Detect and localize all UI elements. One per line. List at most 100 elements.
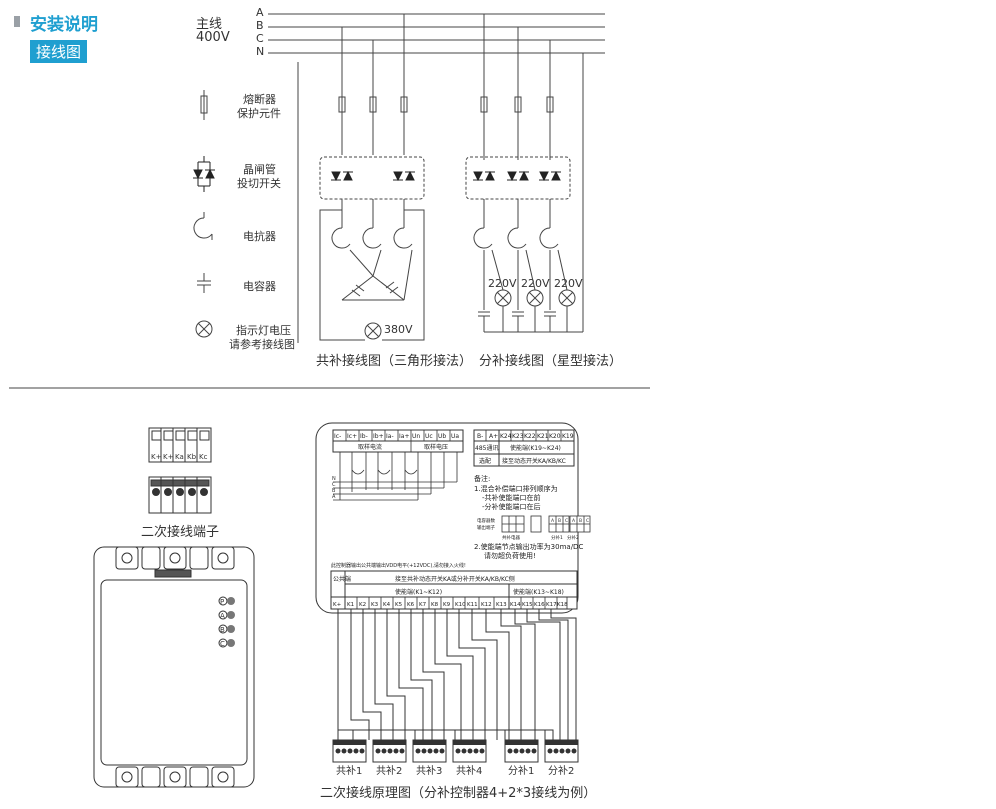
notes-title: 备注: xyxy=(474,474,490,483)
bottom-terminal: K10 xyxy=(455,602,466,608)
page-title: 安装说明 xyxy=(30,15,98,35)
delta-voltage-label: 380V xyxy=(384,323,413,336)
bottom-terminal: K8 xyxy=(431,602,439,608)
terminal-label: Kb xyxy=(187,453,197,461)
terminal-label: Kc xyxy=(199,453,208,461)
thyristor-group-delta xyxy=(319,156,425,200)
common-label: 公共端 xyxy=(333,575,351,583)
legend-fuse-label: 熔断器 xyxy=(243,93,276,106)
note-line: 2.使能端节点输出功率为30ma/DC xyxy=(474,542,583,551)
bottom-terminal: K9 xyxy=(443,602,451,608)
mainline-label: 主线 xyxy=(196,17,223,32)
fuse-icon xyxy=(546,96,554,113)
terminal-caption: 二次接线端子 xyxy=(141,525,220,540)
mini-label: 分补2 xyxy=(567,534,579,541)
ct-terminal: Ib- xyxy=(360,433,368,440)
led-label-a: A xyxy=(220,612,225,620)
device-leds: P A B C xyxy=(218,596,235,648)
current-sampling-label: 取样电流 xyxy=(358,443,382,451)
bottom-terminal: K6 xyxy=(407,602,415,608)
section-title: 接线图 xyxy=(30,40,88,63)
a-label: A xyxy=(332,494,336,500)
bottom-group1: 使能端(K1~K12) xyxy=(395,588,442,596)
optional-label: 选配 xyxy=(479,457,491,465)
bottom-terminal: K15 xyxy=(522,602,533,608)
enable-terminal: K19 xyxy=(562,433,574,440)
vt-terminal: Ub xyxy=(438,433,446,440)
reactor-icon xyxy=(539,227,559,249)
bottom-terminal: K3 xyxy=(371,602,379,608)
switch-group-label: 共补1 xyxy=(336,764,362,777)
switch-group-label: 分补2 xyxy=(548,764,574,777)
led-label-c: C xyxy=(220,640,225,648)
switch-group-label: 共补2 xyxy=(376,764,402,777)
note-line: -分补使能端口在后 xyxy=(482,502,541,511)
enable-terminal: K20 xyxy=(549,433,561,440)
reactor-icon xyxy=(193,217,213,239)
switch-group-label: 共补3 xyxy=(416,764,442,777)
bottom-terminal: K14 xyxy=(510,602,521,608)
mini-abc: C xyxy=(586,518,589,524)
delta-caption: 共补接线图（三角形接法） xyxy=(316,354,473,369)
phase-label-c: C xyxy=(256,32,264,45)
vt-terminal: Un xyxy=(412,433,420,440)
bottom-terminal: K4 xyxy=(383,602,391,608)
controller-device xyxy=(93,546,255,788)
bottom-terminal: K17 xyxy=(546,602,557,608)
phase-label-a: A xyxy=(256,6,264,19)
enable-terminal: K21 xyxy=(537,433,549,440)
c-label: C xyxy=(332,482,336,488)
bottom-terminal: K2 xyxy=(359,602,366,608)
mini-label: 输出端子 xyxy=(477,524,495,531)
enable-top-sub: 接至动态开关KA/KB/KC xyxy=(502,457,566,465)
rs485-label: 485通讯 xyxy=(475,444,498,452)
terminal-label: K+ xyxy=(163,453,174,461)
legend-lamp-sub: 请参考接线图 xyxy=(229,338,295,351)
mini-abc: B xyxy=(579,518,582,524)
legend-reactor-label: 电抗器 xyxy=(243,230,276,243)
comm-terminal: B- xyxy=(477,433,483,440)
led-label-p: P xyxy=(220,598,224,606)
control-wiring xyxy=(337,609,577,740)
fuse-icon xyxy=(514,96,522,113)
bottom-terminal: K7 xyxy=(419,602,427,608)
mini-abc: B xyxy=(558,518,561,524)
bottom-terminal: K18 xyxy=(557,602,568,608)
terminal-label: K+ xyxy=(151,453,162,461)
comm-terminal: A+ xyxy=(489,433,498,440)
mini-label: 共补电器 xyxy=(502,534,520,541)
b-label: B xyxy=(332,488,336,494)
legend-capacitor-label: 电容器 xyxy=(243,280,276,293)
thyristor-icon xyxy=(393,170,415,182)
bottom-terminal: K+ xyxy=(333,602,342,608)
switch-group-label: 共补4 xyxy=(456,764,482,777)
controller-schematic xyxy=(315,422,579,614)
mini-label: 分补1 xyxy=(551,534,563,541)
thyristor-icon xyxy=(193,156,215,192)
bottom-header: 接至共补动态开关KA或分补开关KA/KB/KC侧 xyxy=(395,575,515,583)
bottom-group2: 使能端(K13~K18) xyxy=(513,588,564,596)
ct-terminal: Ia- xyxy=(386,433,394,440)
ct-terminal: Ic- xyxy=(334,433,341,440)
bottom-terminal: K12 xyxy=(481,602,492,608)
phase-label-b: B xyxy=(256,19,264,32)
thyristor-icon xyxy=(539,170,561,182)
bottom-terminal: K11 xyxy=(467,602,478,608)
mainline-voltage: 400V xyxy=(196,30,230,45)
ct-terminal: Ib+ xyxy=(373,433,384,440)
switch-group-label: 分补1 xyxy=(508,764,534,777)
enable-terminal: K23 xyxy=(512,433,524,440)
bottom-terminal: K5 xyxy=(395,602,403,608)
note-line: 请勿超负荷使用! xyxy=(484,551,536,560)
bottom-terminal: K13 xyxy=(496,602,507,608)
legend-thyristor-label: 晶闸管 xyxy=(243,163,276,176)
ct-terminal: Ia+ xyxy=(399,433,409,440)
indicator-lamp-icon xyxy=(364,322,382,340)
fuse-icon xyxy=(338,96,346,113)
terminal-block-top xyxy=(148,427,212,463)
schematic-caption: 二次接线原理图（分补控制器4+2*3接线为例） xyxy=(320,786,597,801)
bottom-terminal: K1 xyxy=(347,602,354,608)
fuse-icon xyxy=(480,96,488,113)
star-voltage-3: 220V xyxy=(554,277,583,290)
reactor-icon xyxy=(473,227,493,249)
